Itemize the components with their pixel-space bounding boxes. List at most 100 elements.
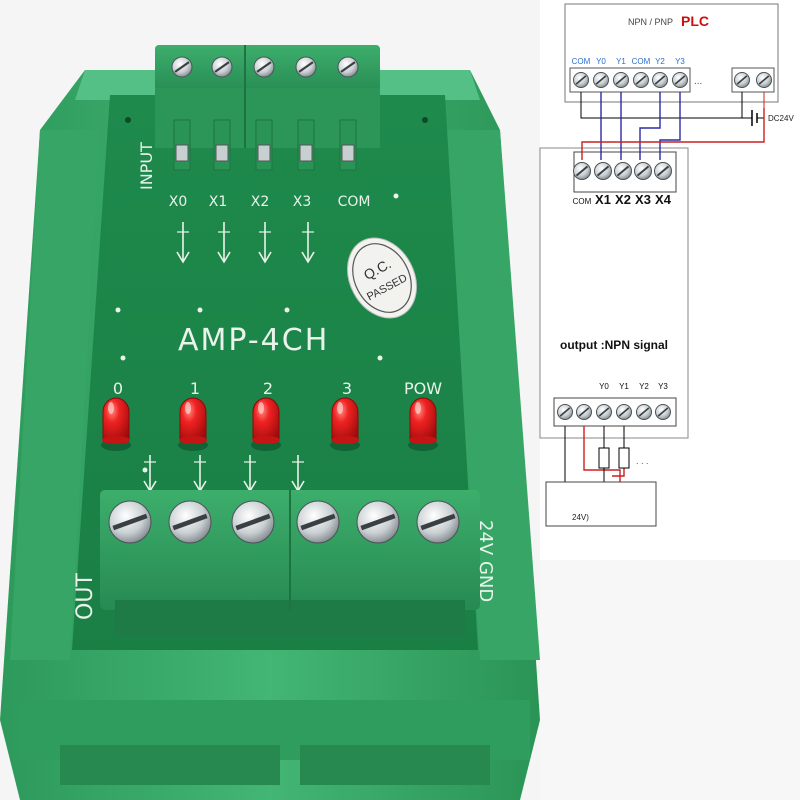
- plc-terminal-label: Y0: [596, 57, 606, 66]
- plc-terminal-label: Y2: [655, 57, 665, 66]
- load-supply-box: 24V): [545, 481, 657, 527]
- channel-led: [251, 397, 281, 451]
- input-screw: [171, 56, 193, 78]
- module-output-terminal: [636, 404, 652, 420]
- led-labels: 0 1 2 3 POW: [113, 379, 442, 398]
- plc-supply-terminal: [734, 72, 750, 88]
- output-screw: [231, 500, 275, 544]
- input-screw: [295, 56, 317, 78]
- input-channel-label: X3: [293, 194, 312, 210]
- input-screw: [211, 56, 233, 78]
- channel-led: [330, 397, 360, 451]
- input-channel-label: X2: [251, 194, 270, 210]
- module-input-label: X2: [615, 192, 631, 207]
- plc-supply-terminals: [734, 72, 772, 88]
- input-screw: [253, 56, 275, 78]
- plc-ellipsis: ...: [694, 76, 702, 87]
- module-input-label: X4: [655, 192, 672, 207]
- down-arrow: [258, 222, 272, 264]
- led-label: 3: [342, 379, 352, 398]
- output-screw: [108, 500, 152, 544]
- input-screw: [337, 56, 359, 78]
- channel-led: [101, 397, 131, 451]
- output-arrows: [143, 455, 305, 493]
- plc-terminal: [613, 72, 629, 88]
- module-output-label: Y3: [658, 382, 668, 391]
- down-arrow: [217, 222, 231, 264]
- led-row: [101, 397, 438, 451]
- output-screw: [168, 500, 212, 544]
- module-output-label: Y0: [599, 382, 609, 391]
- module-input-terminals: [573, 162, 672, 180]
- plc-terminal-label: Y1: [616, 57, 626, 66]
- module-input-terminal: [654, 162, 672, 180]
- plc-type-label: NPN / PNP: [628, 17, 673, 27]
- module-input-terminal: [573, 162, 591, 180]
- model-label: AMP-4CH: [178, 323, 329, 358]
- channel-led: [178, 397, 208, 451]
- module-output-terminal: [616, 404, 632, 420]
- down-arrow: [176, 222, 190, 264]
- load-ellipsis: . . .: [636, 456, 649, 466]
- plc-terminal: [633, 72, 649, 88]
- down-arrow: [301, 222, 315, 264]
- module-output-terminal: [655, 404, 671, 420]
- plc-terminal-label: COM: [572, 57, 591, 66]
- input-pin: [255, 119, 273, 171]
- module-output-label: Y2: [639, 382, 649, 391]
- input-channel-label: X0: [169, 194, 188, 210]
- input-channel-label: X1: [209, 194, 228, 210]
- input-label: INPUT: [137, 142, 156, 190]
- input-pin: [339, 119, 357, 171]
- output-screw: [296, 500, 340, 544]
- plc-name-label: PLC: [681, 13, 709, 29]
- led-label: 1: [190, 379, 200, 398]
- plc-terminal: [573, 72, 589, 88]
- input-arrows: [176, 222, 315, 264]
- led-label: 0: [113, 379, 123, 398]
- wires: [564, 92, 765, 482]
- plc-terminal: [652, 72, 668, 88]
- module-output-terminals: [557, 404, 671, 420]
- module-input-label: X3: [635, 192, 651, 207]
- power-led: [408, 397, 438, 451]
- dc24v-label: DC24V: [768, 114, 794, 123]
- module-input-terminal: [594, 162, 612, 180]
- led-label: 2: [263, 379, 273, 398]
- out-label: OUT: [73, 573, 98, 620]
- plc-terminal: [672, 72, 688, 88]
- right-side-label: 24V GND: [475, 520, 496, 602]
- module-output-terminal: [557, 404, 573, 420]
- input-pin: [213, 119, 231, 171]
- plc-supply-terminal: [756, 72, 772, 88]
- input-pin: [297, 119, 315, 171]
- input-pin: [173, 119, 191, 171]
- plc-terminal-label: COM: [632, 57, 651, 66]
- module-input-terminal: [614, 162, 632, 180]
- module-input-terminal: [634, 162, 652, 180]
- output-screw: [356, 500, 400, 544]
- led-label: POW: [404, 379, 442, 398]
- input-channel-label: COM: [338, 194, 371, 210]
- output-terminal-block: [100, 490, 480, 635]
- module-photo: INPUT X0 X1 X2 X3 COM Q.C. PASSED AMP-4CH 0 1…: [0, 0, 540, 800]
- input-channel-labels: X0 X1 X2 X3 COM: [169, 194, 371, 210]
- plc-terminal: [593, 72, 609, 88]
- module-input-label: COM: [573, 197, 592, 206]
- plc-terminals: [573, 72, 688, 88]
- input-terminal-block: [155, 45, 380, 171]
- module-output-terminal: [596, 404, 612, 420]
- output-signal-label: output :NPN signal: [560, 338, 668, 352]
- output-screw: [416, 500, 460, 544]
- load-supply-label: 24V): [572, 513, 589, 522]
- module-output-terminal: [576, 404, 592, 420]
- qc-passed-sticker: Q.C. PASSED: [347, 237, 417, 319]
- dc-supply-symbol: DC24V: [741, 92, 794, 126]
- module-input-label: X1: [595, 192, 611, 207]
